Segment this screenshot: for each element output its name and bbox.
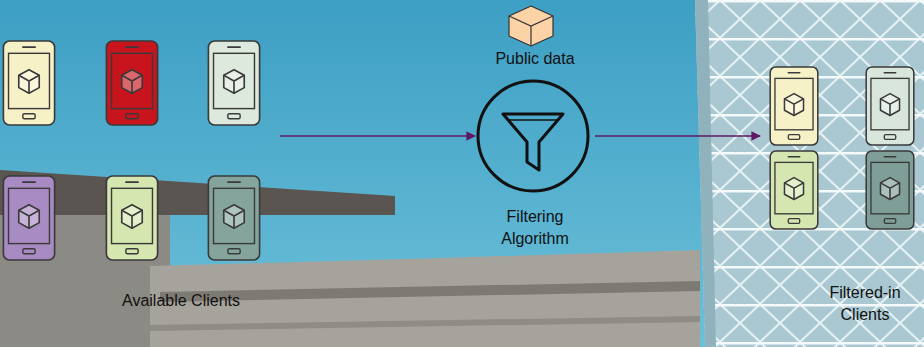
client-group: Available Clients [0,36,280,312]
client-phone [208,176,259,260]
data-cube-edges [509,16,553,46]
client-phone [208,41,259,125]
roof-band [160,281,700,302]
data-source: Public data [470,4,600,70]
funnel-rim [509,119,557,121]
client-phone [866,151,914,229]
client-phone [3,176,54,260]
flow-arrow [280,135,475,137]
roof-slab [0,170,395,215]
node-label: Available Clients [122,290,240,312]
client-phone [106,41,157,125]
node-label: Filtering Algorithm [475,206,595,250]
client-phone [866,67,914,145]
client-phone [770,67,818,145]
node-label: Public data [470,48,600,70]
glass-edge [695,0,716,347]
data-cube [509,6,553,46]
funnel-icon [503,114,563,170]
filter-node: Filtering Algorithm [475,78,595,250]
flow-arrow [595,135,760,137]
filter-circle [475,78,591,194]
circle-outline [478,81,588,191]
client-phone [3,41,54,125]
glass-building [695,0,924,347]
client-group: Filtered-in Clients [760,64,924,326]
client-phone [770,151,818,229]
client-phone [106,176,157,260]
roof-band [150,316,700,331]
node-label: Filtered-in Clients [810,282,920,326]
